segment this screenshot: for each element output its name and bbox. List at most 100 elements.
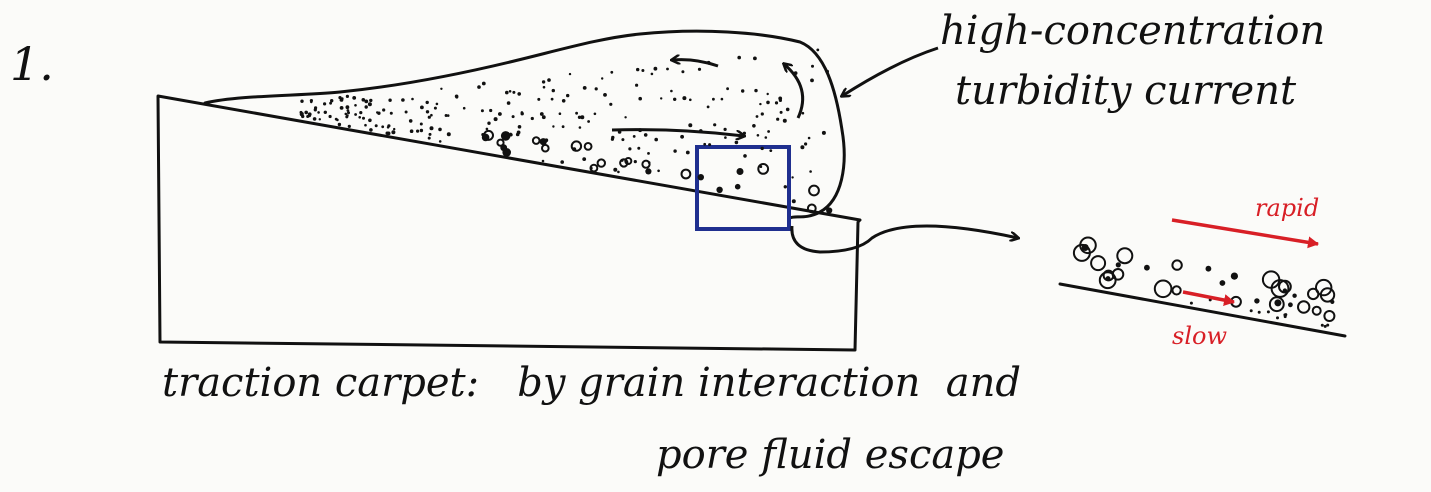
grain-dot — [560, 160, 564, 164]
grain-dot — [391, 130, 395, 134]
grain-dot — [1144, 265, 1150, 271]
grain-dot — [562, 99, 566, 103]
grain-clast — [809, 186, 819, 196]
label-pointer-arrow — [842, 48, 938, 96]
grain-dot — [698, 68, 701, 71]
grain-dot — [300, 112, 304, 116]
grain-dot — [364, 124, 367, 127]
grain-dot — [802, 112, 805, 115]
grain-dot — [767, 93, 769, 95]
grain-dot — [761, 112, 764, 115]
grain-dot — [552, 125, 554, 127]
grain-clast — [1324, 311, 1334, 321]
grain-dot — [405, 111, 408, 114]
grain-dot — [411, 98, 414, 101]
grain-dot — [368, 119, 372, 123]
grain-dot — [430, 126, 434, 130]
grain-dot — [323, 102, 326, 105]
grain-dot — [825, 70, 829, 74]
grain-dot — [310, 101, 312, 103]
grain-dot — [776, 118, 779, 121]
grain-dot — [660, 97, 662, 99]
grain-dot — [735, 141, 739, 145]
grain-dot — [300, 100, 303, 103]
grain-dot — [816, 49, 819, 52]
grain-dot — [348, 125, 351, 128]
grain-dot — [401, 98, 405, 102]
grain-dot — [324, 111, 327, 114]
grain-dot — [352, 96, 356, 100]
grain-dot — [811, 65, 814, 68]
grain-dot — [707, 61, 711, 65]
grain-dot — [707, 106, 710, 109]
grain-dot — [634, 160, 637, 163]
zoom-box — [697, 147, 789, 229]
inset-grains — [1074, 238, 1335, 328]
grain-dot — [670, 90, 673, 93]
grain-dot — [617, 171, 620, 174]
grain-dot — [420, 123, 423, 126]
grain-dot — [447, 132, 451, 136]
grain-dot — [699, 129, 703, 133]
grain-dot — [724, 136, 727, 139]
grain-dot — [1288, 302, 1293, 307]
grain-clast — [1091, 256, 1105, 270]
grain-dot — [540, 138, 547, 145]
grain-dot — [1274, 299, 1281, 306]
grain-dot — [778, 97, 782, 101]
grain-dot — [810, 79, 814, 83]
grain-dot — [542, 160, 545, 163]
grain-dot — [440, 88, 442, 90]
grain-dot — [681, 70, 684, 73]
grain-clast — [1155, 281, 1172, 298]
grain-dot — [1231, 273, 1238, 280]
grain-dot — [621, 159, 624, 162]
grain-dot — [498, 112, 502, 116]
grain-clast — [533, 137, 540, 144]
grain-dot — [542, 80, 545, 83]
grain-dot — [583, 86, 587, 90]
grain-dot — [737, 168, 744, 175]
grain-clast — [598, 159, 605, 166]
caption-line2: pore fluid escape — [656, 432, 1004, 478]
grain-dot — [638, 97, 642, 101]
grain-dot — [308, 112, 312, 116]
grain-dot — [688, 123, 692, 127]
grain-dot — [512, 115, 515, 118]
grain-dot — [489, 109, 492, 112]
grain-dot — [540, 112, 544, 116]
grain-dot — [580, 115, 584, 119]
grain-dot — [329, 115, 332, 118]
grain-dot — [455, 95, 459, 99]
figure-number: 1. — [10, 37, 54, 91]
grain-dot — [637, 147, 640, 150]
grain-dot — [338, 96, 341, 99]
grain-clast — [1298, 301, 1309, 312]
rapid-velocity-arrow — [1172, 220, 1318, 244]
grain-dot — [314, 108, 317, 111]
grain-dot — [808, 137, 811, 140]
grain-dot — [463, 107, 466, 110]
grain-dot — [521, 111, 524, 114]
inset-connector-arrow — [792, 226, 1018, 252]
grain-dot — [1326, 324, 1329, 327]
grain-dot — [512, 91, 515, 94]
current-label-line2: turbidity current — [955, 68, 1297, 114]
grain-dot — [624, 116, 626, 118]
grain-dot — [336, 119, 339, 122]
grain-dot — [387, 124, 390, 127]
grain-dot — [756, 115, 759, 118]
grain-dot — [703, 143, 706, 146]
grain-dot — [365, 105, 368, 108]
grain-dot — [562, 125, 565, 128]
grain-dot — [509, 90, 512, 93]
grain-dot — [680, 135, 684, 139]
grain-dot — [358, 116, 361, 119]
grain-dot — [430, 114, 433, 117]
grain-dot — [651, 73, 654, 76]
grain-dot — [1082, 244, 1089, 251]
grain-dot — [1190, 302, 1193, 305]
grain-dot — [368, 102, 372, 106]
grain-dot — [752, 124, 756, 128]
